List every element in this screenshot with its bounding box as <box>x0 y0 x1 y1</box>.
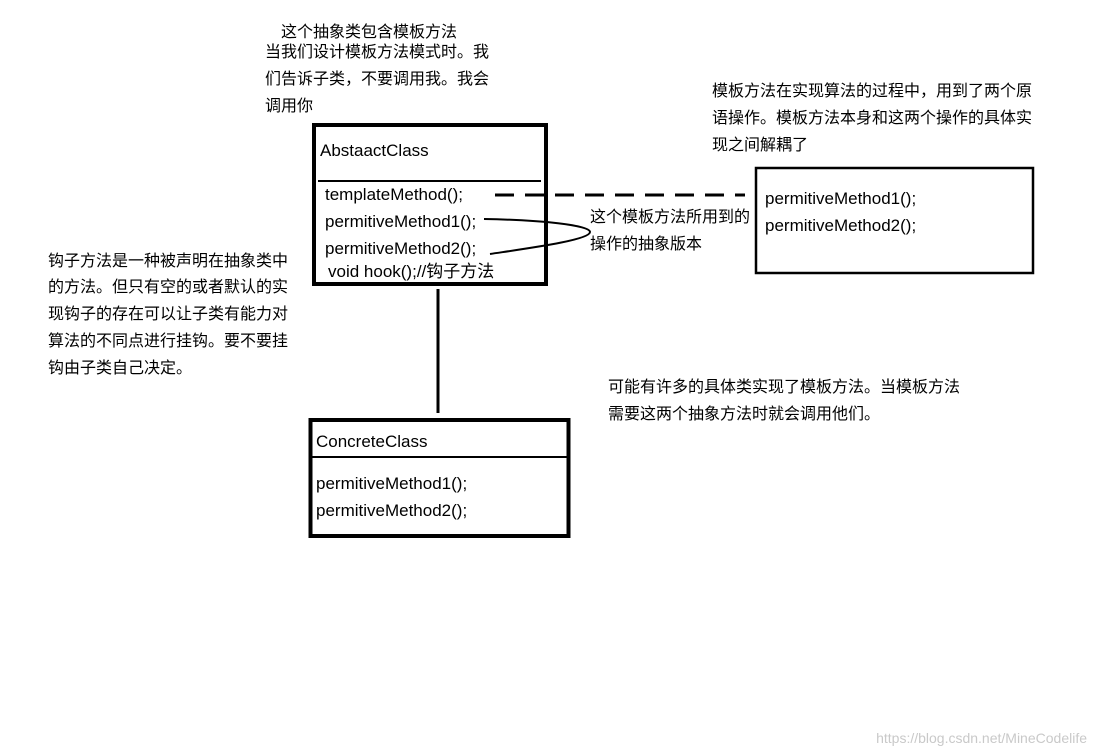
primitive-ops-box <box>754 166 1035 275</box>
abstract-ops-loop <box>483 218 592 255</box>
concrete-class-name: ConcreteClass <box>316 432 428 451</box>
watermark-url: https://blog.csdn.net/MineCodelife <box>876 730 1087 746</box>
concrete-note-line: 需要这两个抽象方法时就会调用他们。 <box>608 406 881 423</box>
concrete-note-line: 可能有许多的具体类实现了模板方法。当模板方法 <box>608 379 961 396</box>
abstract-ops-note-line: 这个模板方法所用到的 <box>590 209 751 226</box>
decoupling-note-line: 语操作。模板方法本身和这两个操作的具体实 <box>712 110 1033 127</box>
concrete-class-member: permitiveMethod2(); <box>316 501 468 520</box>
abstract-class-note-heading: 这个抽象类包含模板方法 <box>281 24 458 41</box>
hook-note-line: 现钩子的存在可以让子类有能力对 <box>48 306 289 323</box>
abstract-class-note-line: 调用你 <box>265 98 314 115</box>
hook-note-line: 的方法。但只有空的或者默认的实 <box>48 279 289 296</box>
abstract-class-box <box>312 123 548 286</box>
concrete-class-member: permitiveMethod1(); <box>316 474 468 493</box>
decoupling-note-line: 模板方法在实现算法的过程中，用到了两个原 <box>712 83 1033 100</box>
abstract-class-member: templateMethod(); <box>325 185 463 204</box>
hook-note-line: 算法的不同点进行挂钩。要不要挂 <box>48 333 289 350</box>
abstract-ops-note-line: 操作的抽象版本 <box>590 236 703 253</box>
concrete-class-box <box>308 418 571 538</box>
abstract-class-member: permitiveMethod2(); <box>325 239 477 258</box>
hook-note-line: 钩子方法是一种被声明在抽象类中 <box>48 253 289 270</box>
abstract-class-name: AbstaactClass <box>320 141 429 160</box>
hook-note-line: 钩由子类自己决定。 <box>48 360 193 377</box>
abstract-class-hook-member: void hook();//钩子方法 <box>328 262 495 281</box>
abstract-class-note-line: 当我们设计模板方法模式时。我 <box>265 44 490 61</box>
abstract-class-member: permitiveMethod1(); <box>325 212 477 231</box>
primitive-op-member: permitiveMethod1(); <box>765 189 917 208</box>
decoupling-note-line: 现之间解耦了 <box>712 137 809 154</box>
abstract-class-note-line: 们告诉子类，不要调用我。我会 <box>265 71 490 88</box>
primitive-op-member: permitiveMethod2(); <box>765 216 917 235</box>
